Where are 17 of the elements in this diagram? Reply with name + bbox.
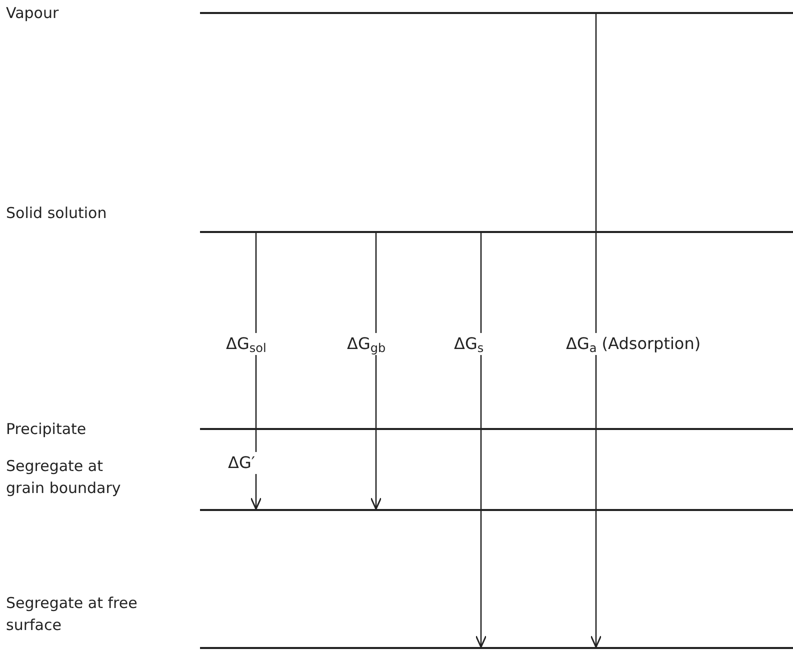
level-label: Segregate at free surface (6, 593, 138, 636)
arrow (475, 233, 487, 648)
edge-label: ΔG$_{s}$ (452, 333, 486, 355)
level-label: Solid solution (6, 203, 108, 224)
level-label: Precipitate (6, 419, 88, 440)
energy-level-line (200, 647, 793, 649)
arrow (590, 14, 602, 648)
arrow (370, 233, 382, 510)
energy-level-line (200, 509, 793, 511)
energy-level-line (200, 12, 793, 14)
edge-label: ΔG$_{gb}$ (345, 333, 388, 355)
level-label: Vapour (6, 3, 60, 24)
energy-level-line (200, 428, 793, 430)
level-label: Segregate at grain boundary (6, 456, 122, 499)
edge-label: ΔG′ (226, 452, 257, 474)
edge-label: ΔG$_{sol}$ (224, 333, 268, 355)
energy-level-line (200, 231, 793, 233)
